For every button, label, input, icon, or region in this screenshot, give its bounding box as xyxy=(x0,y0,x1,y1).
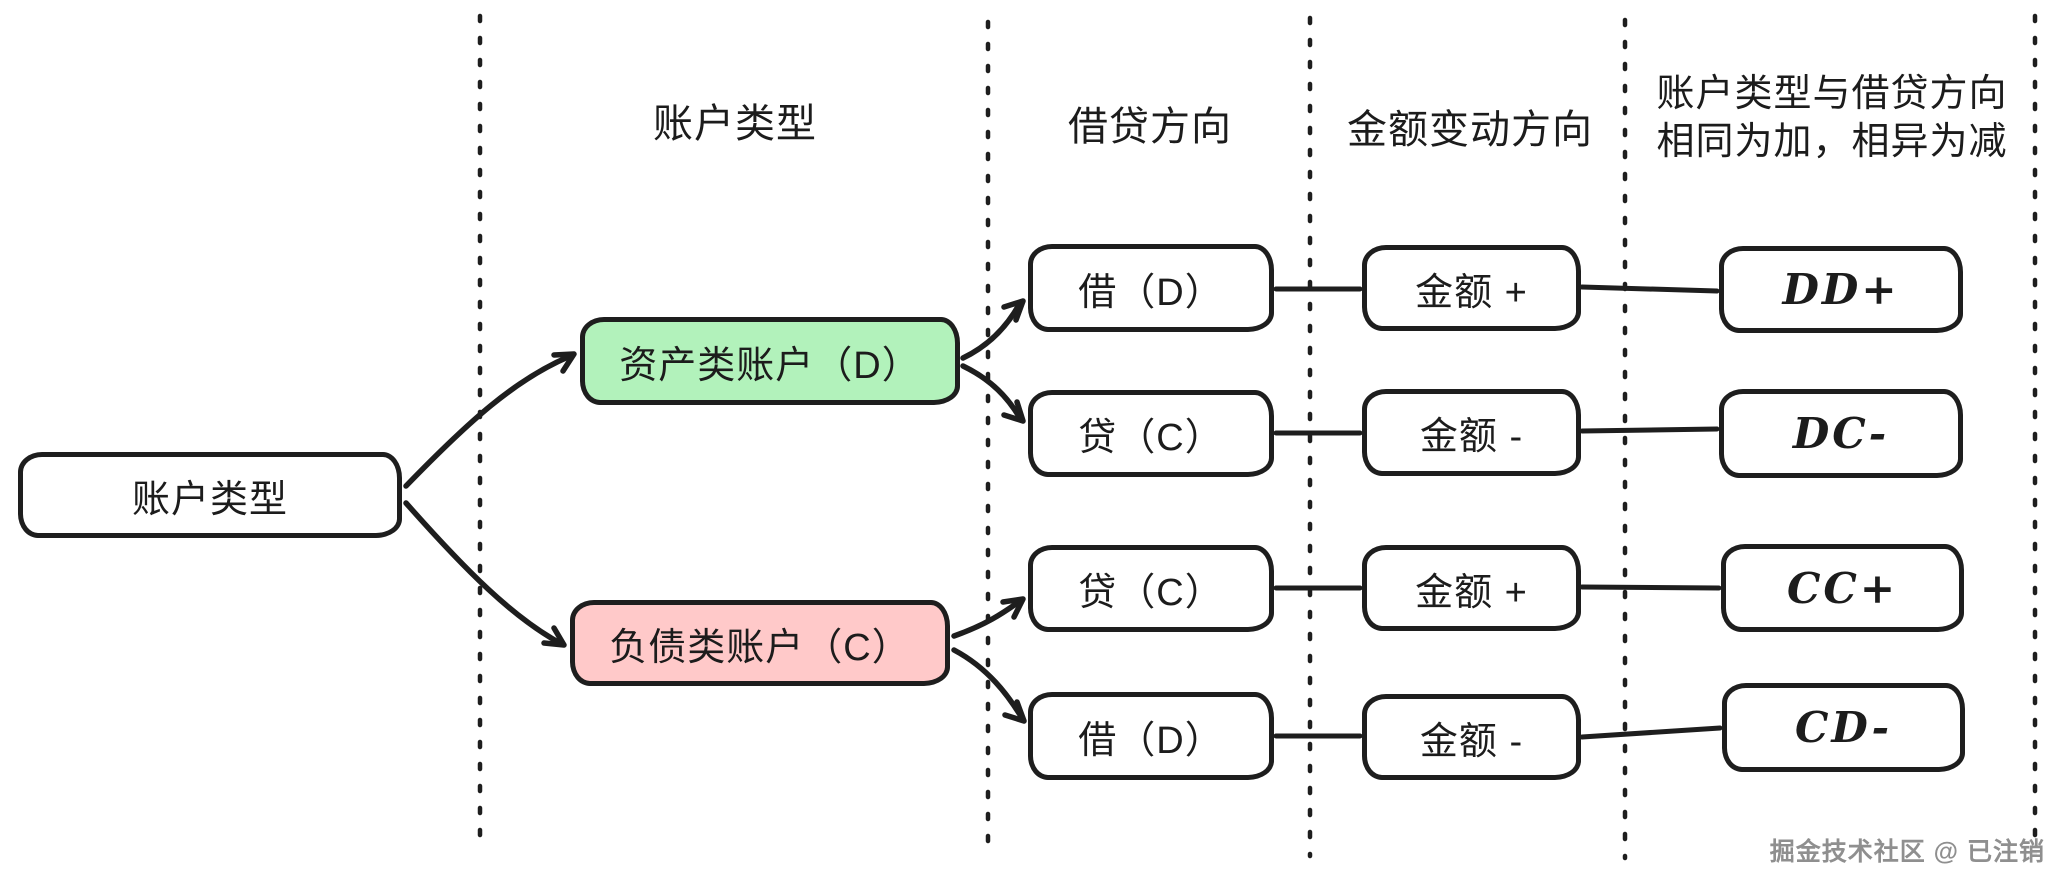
arrow-root-to-liability xyxy=(403,500,567,648)
node-direction-row3: 贷（C） xyxy=(1028,545,1274,632)
node-liability-account: 负债类账户（C） xyxy=(570,600,950,686)
node-direction-row2: 贷（C） xyxy=(1028,390,1274,477)
column-header-amount-change: 金额变动方向 xyxy=(1347,108,1593,152)
node-result-row4: CD- xyxy=(1722,683,1965,772)
arrowhead-root-to-asset xyxy=(551,351,577,374)
node-amount-row2: 金额 - xyxy=(1362,389,1581,476)
connector-amount3-result3 xyxy=(1579,584,1722,591)
node-result-row3: CC+ xyxy=(1721,544,1964,632)
arrow-liability-to-debit xyxy=(951,647,1027,724)
arrowhead-liability-to-debit xyxy=(1002,699,1027,724)
watermark-text: 掘金技术社区 @ 已注销 xyxy=(1769,838,2045,866)
arrow-asset-to-debit xyxy=(960,298,1026,361)
arrowhead-asset-to-debit xyxy=(1001,298,1026,323)
node-amount-row1: 金额 + xyxy=(1362,245,1581,331)
arrow-root-to-asset xyxy=(403,351,577,489)
arrow-asset-to-credit xyxy=(960,363,1026,424)
connector-amount1-result1 xyxy=(1579,284,1720,294)
arrowhead-liability-to-credit xyxy=(1000,596,1026,620)
arrow-liability-to-credit xyxy=(951,596,1026,639)
column-header-rule-line2: 相同为加，相异为减 xyxy=(1656,121,2008,163)
column-header-rule-line1: 账户类型与借贷方向 xyxy=(1656,73,2008,115)
arrowhead-asset-to-credit xyxy=(1001,399,1026,424)
node-direction-row4: 借（D） xyxy=(1028,692,1274,780)
column-header-rule: 账户类型与借贷方向 相同为加，相异为减 xyxy=(1630,70,2034,166)
node-result-row2: DC- xyxy=(1719,389,1963,478)
connector-amount4-result4 xyxy=(1579,725,1723,740)
node-direction-row1: 借（D） xyxy=(1028,244,1274,332)
node-amount-row3: 金额 + xyxy=(1362,545,1581,631)
column-header-account-type: 账户类型 xyxy=(653,102,817,146)
node-amount-row4: 金额 - xyxy=(1362,694,1581,780)
node-asset-account: 资产类账户（D） xyxy=(580,317,960,405)
arrowhead-root-to-liability xyxy=(541,625,567,648)
node-root-account-type: 账户类型 xyxy=(18,452,402,538)
connector-amount2-result2 xyxy=(1579,426,1720,434)
node-result-row1: DD+ xyxy=(1719,246,1963,333)
column-header-debit-credit: 借贷方向 xyxy=(1068,105,1232,149)
